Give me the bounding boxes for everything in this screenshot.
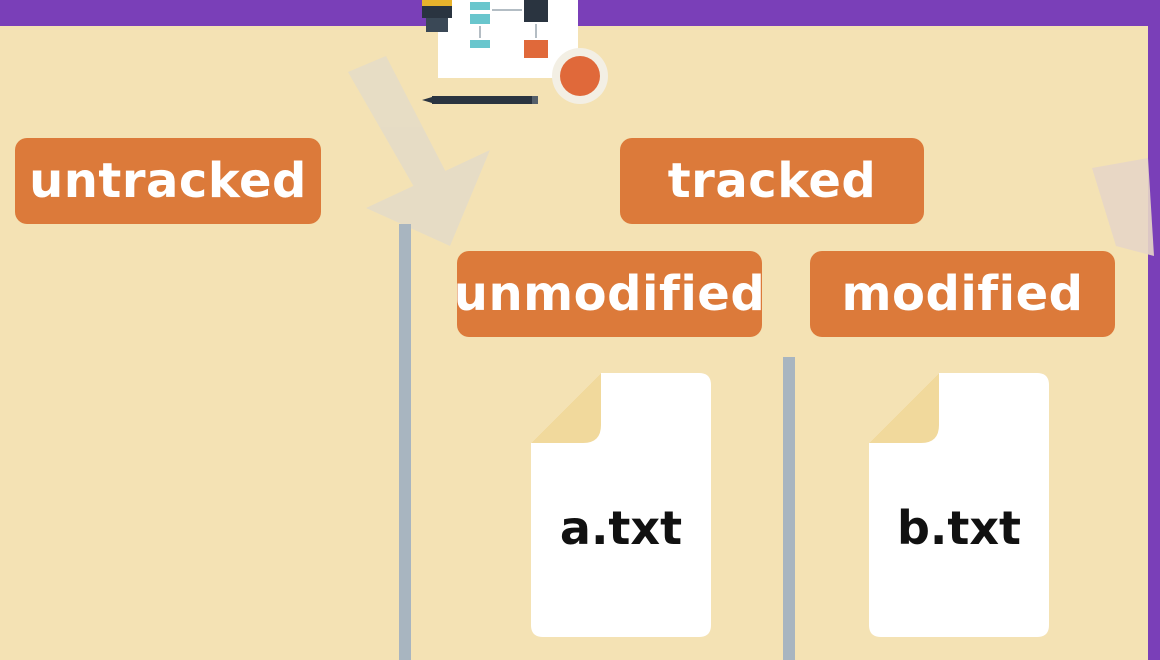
unmodified-label: unmodified xyxy=(454,251,765,337)
file-name-label: b.txt xyxy=(896,501,1022,555)
tracked-label: tracked xyxy=(620,138,924,224)
document-icon xyxy=(531,373,711,637)
tracked-divider xyxy=(399,224,411,660)
untracked-label: untracked xyxy=(15,138,321,224)
flowchart-illustration-icon xyxy=(422,0,608,104)
file-a: a.txt xyxy=(531,373,711,637)
faded-arrow-right-icon xyxy=(1092,158,1154,256)
modified-divider xyxy=(783,357,795,660)
modified-label: modified xyxy=(810,251,1115,337)
file-b: b.txt xyxy=(869,373,1049,637)
document-icon xyxy=(869,373,1049,637)
file-name-label: a.txt xyxy=(559,501,683,555)
faded-arrow-left-icon xyxy=(348,56,490,246)
